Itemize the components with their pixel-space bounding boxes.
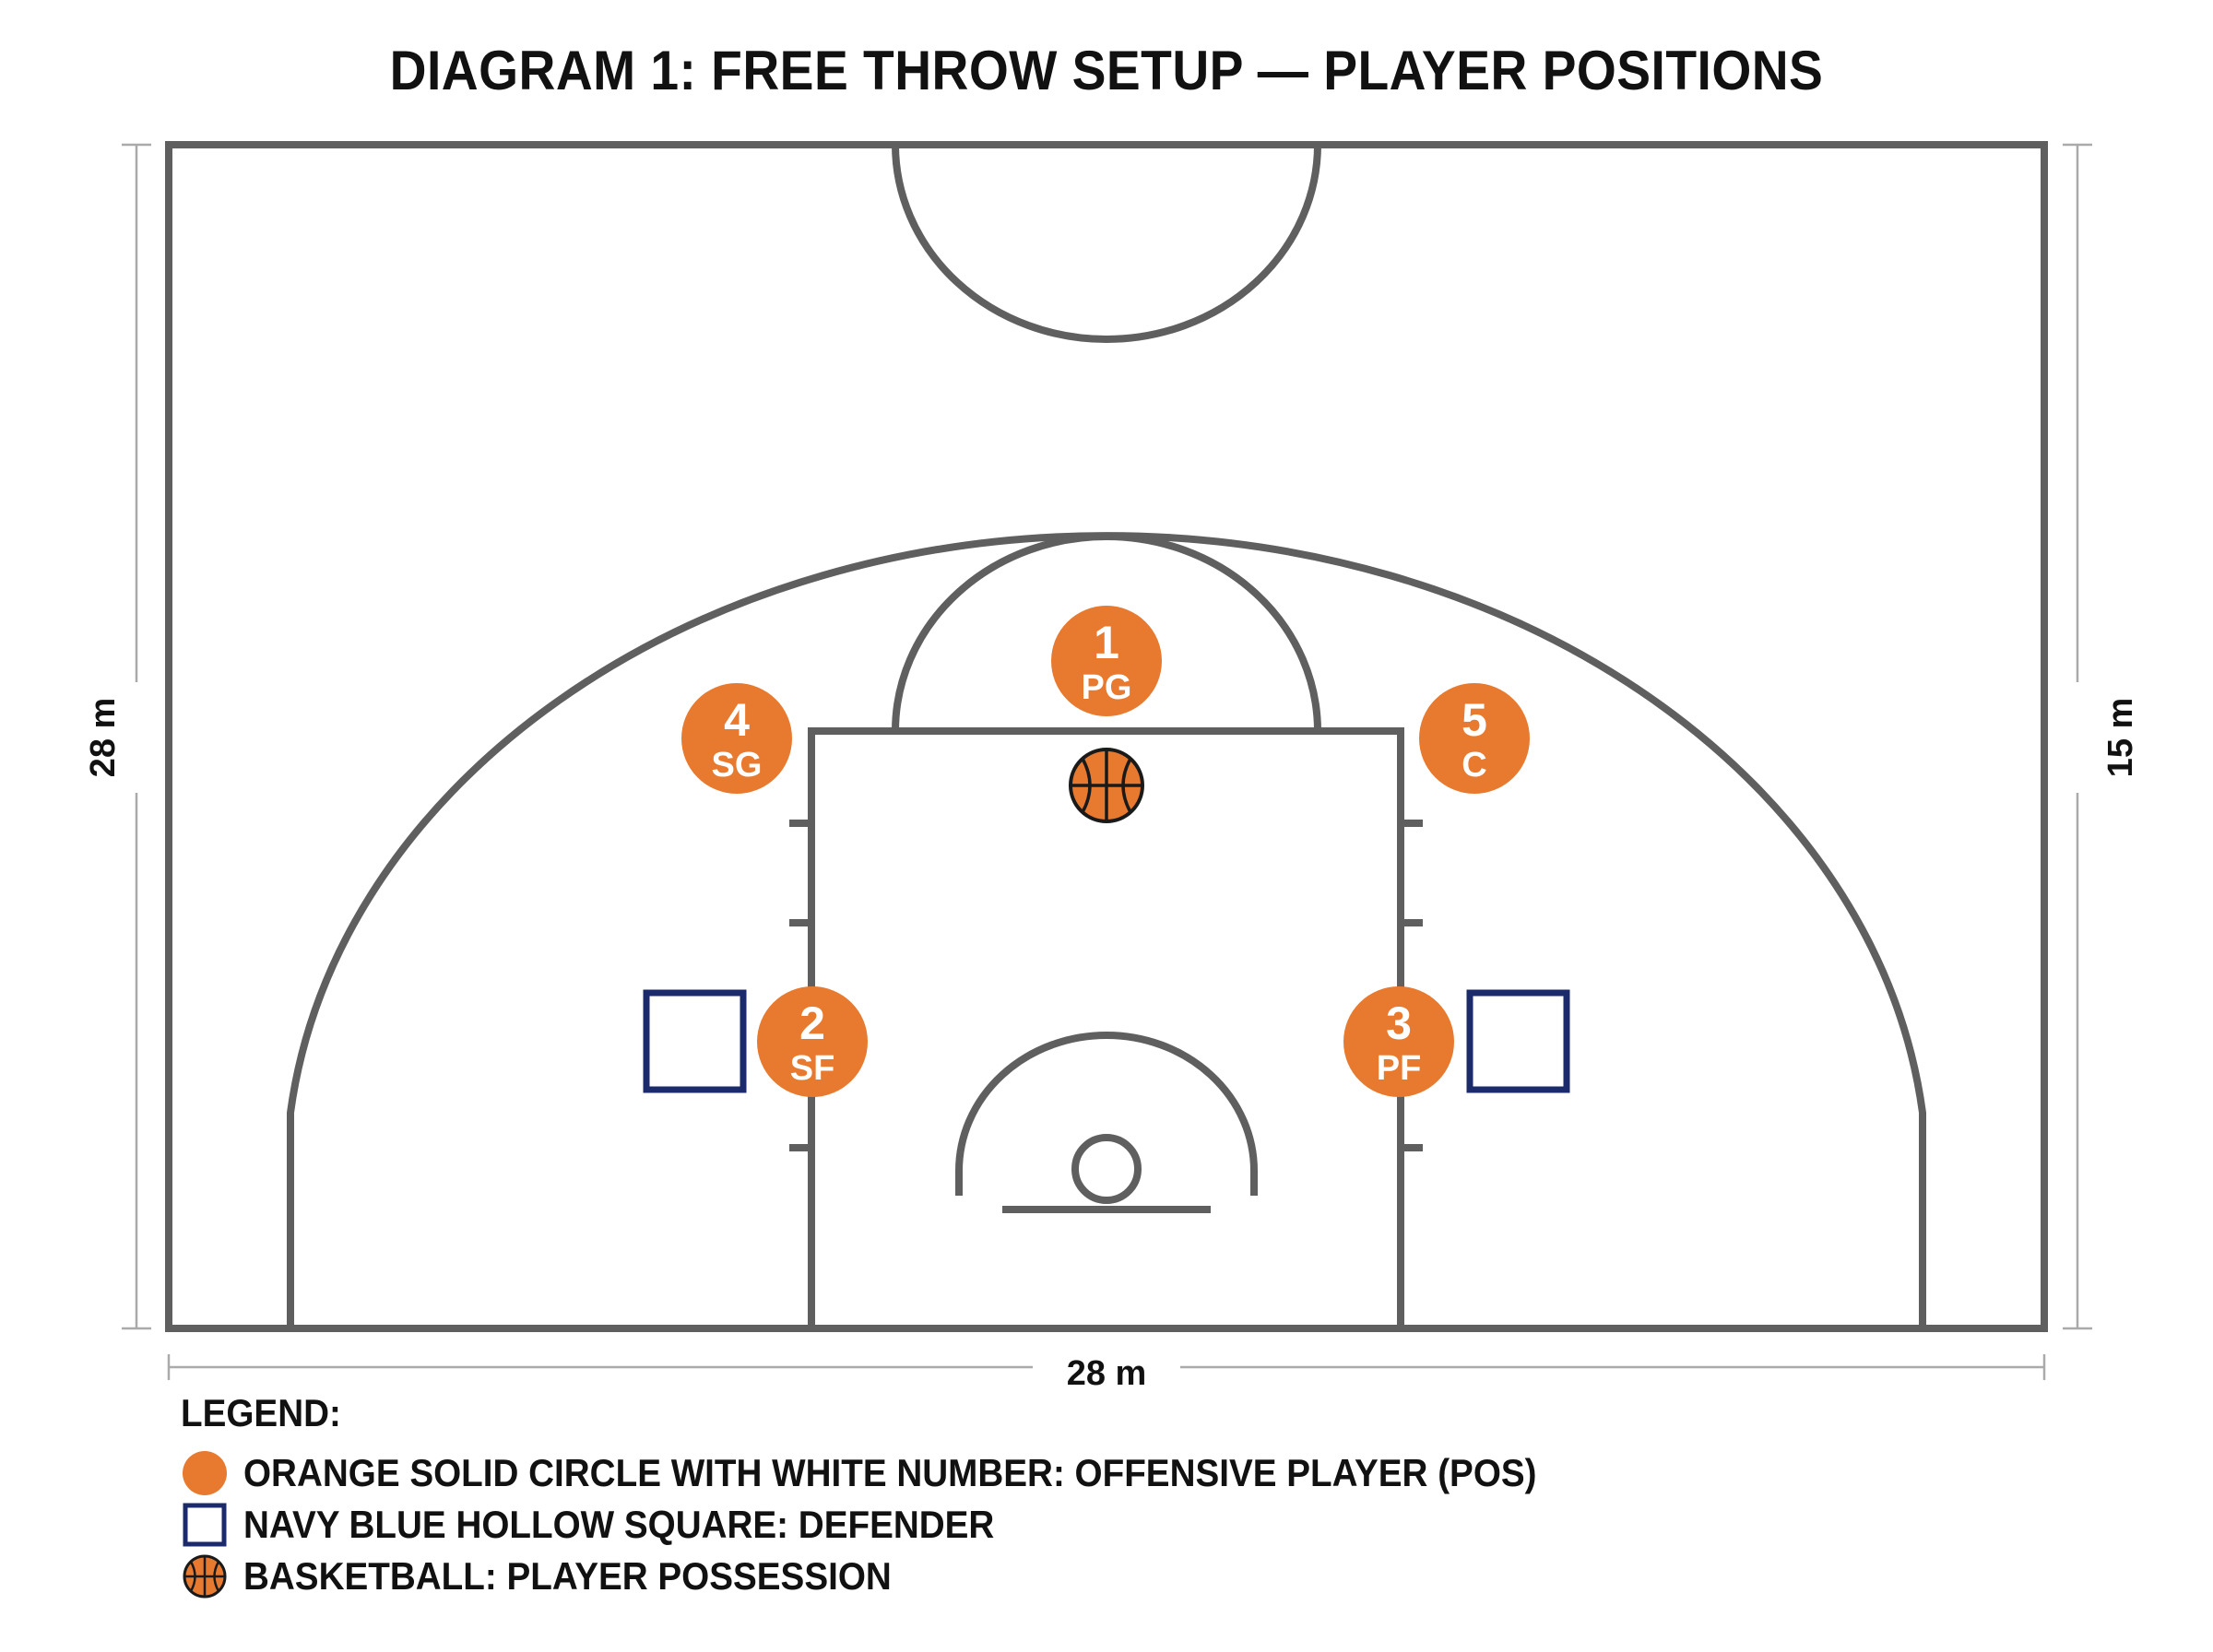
hoop <box>1071 1134 1142 1204</box>
dimension-left: 28 m <box>84 143 155 1330</box>
basketball-icon <box>181 1552 229 1600</box>
lane-hash-marks <box>789 820 1423 1151</box>
legend-item-offense: ORANGE SOLID CIRCLE WITH WHITE NUMBER: O… <box>181 1447 1650 1499</box>
legend-title: LEGEND: <box>181 1391 341 1434</box>
player-5-number: 5 <box>1462 694 1487 746</box>
player-4-position: SG <box>712 746 763 785</box>
player-2-number: 2 <box>799 997 825 1049</box>
defender-right <box>1466 989 1570 1093</box>
court-boundary <box>165 141 2048 1332</box>
restricted-area-arc <box>955 1032 1258 1196</box>
center-circle-arc <box>892 144 1321 343</box>
dimension-right-label: 15 m <box>2101 698 2140 778</box>
player-3-position: PF <box>1377 1049 1422 1088</box>
dimension-bottom: 28 m <box>167 1346 2046 1393</box>
player-2: 2 SF <box>757 986 868 1097</box>
navy-square-icon <box>181 1501 229 1549</box>
free-throw-circle-arc <box>892 533 1321 732</box>
diagram-title: DIAGRAM 1: FREE THROW SETUP — PLAYER POS… <box>389 40 1824 101</box>
dimension-right: 15 m <box>2059 143 2140 1330</box>
player-2-position: SF <box>790 1049 835 1088</box>
legend-item-defender-text: NAVY BLUE HOLLOW SQUARE: DEFENDER <box>243 1503 995 1546</box>
orange-circle-icon <box>181 1449 229 1497</box>
player-4: 4 SG <box>681 683 792 794</box>
legend-item-ball-text: BASKETBALL: PLAYER POSSESSION <box>243 1554 892 1598</box>
player-3: 3 PF <box>1343 986 1454 1097</box>
basketball-icon <box>1069 748 1144 823</box>
dimension-bottom-label: 28 m <box>1067 1354 1147 1393</box>
player-4-number: 4 <box>724 694 750 746</box>
player-1: 1 PG <box>1051 606 1162 716</box>
legend-item-defender: NAVY BLUE HOLLOW SQUARE: DEFENDER <box>181 1499 1650 1551</box>
legend: LEGEND: ORANGE SOLID CIRCLE WITH WHITE N… <box>181 1394 1650 1602</box>
defender-left <box>643 989 747 1093</box>
player-1-position: PG <box>1082 668 1132 707</box>
player-3-number: 3 <box>1386 997 1412 1049</box>
player-5-position: C <box>1462 746 1486 785</box>
legend-item-offense-text: ORANGE SOLID CIRCLE WITH WHITE NUMBER: O… <box>243 1451 1537 1494</box>
legend-item-ball: BASKETBALL: PLAYER POSSESSION <box>181 1551 1650 1602</box>
player-5: 5 C <box>1419 683 1530 794</box>
player-1-number: 1 <box>1094 617 1119 668</box>
dimension-left-label: 28 m <box>84 698 123 778</box>
